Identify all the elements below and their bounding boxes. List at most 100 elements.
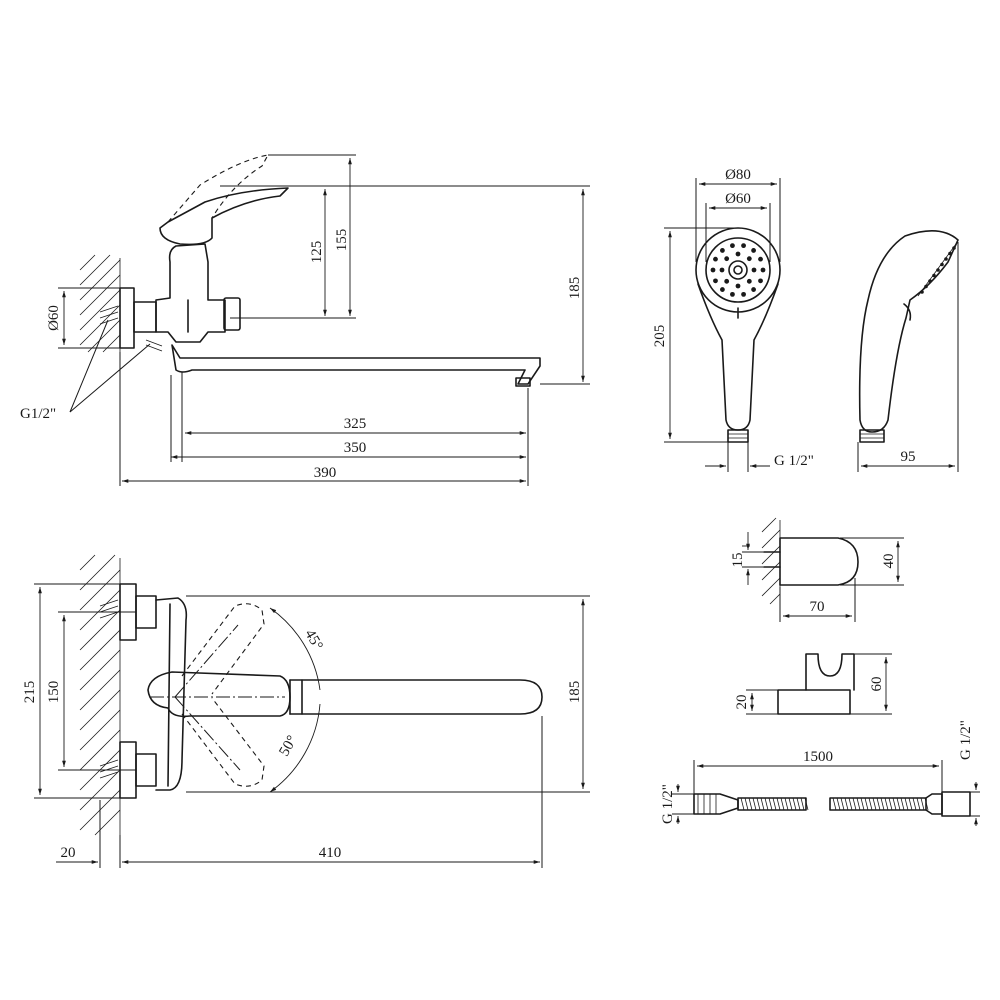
spray-hole — [710, 267, 716, 273]
hose-coil — [864, 797, 869, 811]
spray-hole — [730, 243, 735, 249]
side-spray-hole — [928, 279, 932, 283]
eccentric-nut — [119, 287, 135, 349]
hose-coil — [900, 797, 905, 811]
dim-150: 150 — [46, 681, 62, 704]
thread-hatch-bottom — [99, 599, 119, 779]
hose-coil — [860, 797, 865, 811]
hose-coil — [772, 797, 777, 811]
spray-hole — [760, 267, 766, 273]
hose-coil — [800, 797, 805, 811]
spray-hole — [758, 278, 763, 284]
dim-325: 325 — [344, 416, 367, 432]
hose-coil — [792, 797, 797, 811]
side-spray-hole — [944, 257, 948, 261]
dim-15: 15 — [730, 553, 746, 568]
faucet-plan-view: 45° 50° — [79, 554, 543, 836]
hose-thread-right: G 1/2" — [958, 720, 974, 760]
dim-1500: 1500 — [803, 749, 833, 765]
dim-185-top: 185 — [567, 277, 583, 300]
spray-hole — [751, 248, 756, 253]
shower-thread-label: G 1/2" — [774, 453, 814, 469]
lever-ghost-upper — [181, 603, 265, 695]
hand-shower-side — [858, 230, 959, 443]
hose-coil — [744, 797, 749, 811]
spray-hole — [713, 278, 718, 284]
hose-coil — [892, 797, 897, 811]
spray-hole — [720, 287, 725, 292]
hose-coil — [920, 797, 925, 811]
dim-40: 40 — [881, 554, 897, 569]
spray-hole — [720, 248, 725, 253]
spray-hole — [741, 291, 746, 297]
spray-hole — [751, 267, 757, 273]
hose-thread-left: G 1/2" — [660, 784, 676, 824]
hose-coil — [764, 797, 769, 811]
dim-350: 350 — [344, 440, 367, 456]
side-spray-holes — [920, 246, 956, 294]
dim-390: 390 — [314, 465, 337, 481]
diverter-knob — [223, 297, 241, 331]
hose-coil — [740, 797, 745, 811]
hose-coil — [776, 797, 781, 811]
hose-coil — [848, 797, 853, 811]
hose-coil — [836, 797, 841, 811]
spray-hole — [719, 267, 725, 273]
dim-d60-shower: Ø60 — [725, 191, 751, 207]
hose-coil — [852, 797, 857, 811]
spout — [171, 344, 541, 385]
hose-coil — [876, 797, 881, 811]
wall-bracket: 15 40 70 — [730, 517, 904, 622]
dim-125: 125 — [309, 241, 325, 264]
dim-d80: Ø80 — [725, 167, 751, 183]
dim-215: 215 — [22, 681, 38, 704]
side-spray-hole — [920, 290, 924, 294]
spray-hole — [735, 283, 741, 289]
side-spray-hole — [940, 262, 944, 267]
spray-hole — [746, 256, 752, 262]
hose-coil — [840, 797, 845, 811]
mixer-body-plan — [155, 597, 188, 791]
hose-coil — [768, 797, 773, 811]
hose-coil — [912, 797, 917, 811]
dim-155: 155 — [334, 229, 350, 252]
body-edge — [167, 603, 171, 787]
lever-ghost-lower — [181, 697, 265, 787]
dim-205: 205 — [652, 325, 668, 348]
hose-coil — [888, 797, 893, 811]
spout-plan — [289, 679, 543, 715]
side-spray-hole — [924, 284, 928, 289]
side-spray-hole — [936, 268, 940, 272]
hose-coil — [784, 797, 789, 811]
side-spray-hole — [932, 273, 936, 278]
dim-95: 95 — [901, 449, 916, 465]
hose-coil — [788, 797, 793, 811]
dim-60-holder: 60 — [869, 677, 885, 692]
hose-coil — [804, 797, 809, 811]
lever-plan — [147, 671, 291, 718]
hose-coil — [856, 797, 861, 811]
hose-coil — [756, 797, 761, 811]
lever-raised-outline — [167, 154, 270, 223]
shower-dimensions: Ø80 Ø60 205 G 1/2" 95 — [652, 167, 959, 472]
mixer-body — [155, 243, 226, 343]
hose-coil — [748, 797, 753, 811]
hose-coil — [896, 797, 901, 811]
bottom-dimensions: 215 150 185 20 410 — [22, 583, 590, 868]
wall-hatching-bottom — [79, 554, 121, 836]
dim-d60-top: Ø60 — [46, 305, 62, 331]
hose-coil — [796, 797, 801, 811]
hose-coil — [908, 797, 913, 811]
wall-hatching-top — [79, 254, 121, 353]
hose-coil — [780, 797, 785, 811]
hose-coil — [924, 797, 929, 811]
aerator — [515, 377, 531, 387]
hose-coil — [760, 797, 765, 811]
side-spray-hole — [948, 251, 952, 256]
hose-coil — [832, 797, 837, 811]
eccentric-body-upper — [135, 595, 157, 629]
faucet-side-view — [79, 154, 541, 387]
shower-hose: 1500 G 1/2" G 1/2" — [660, 720, 980, 826]
hose-coil — [884, 797, 889, 811]
